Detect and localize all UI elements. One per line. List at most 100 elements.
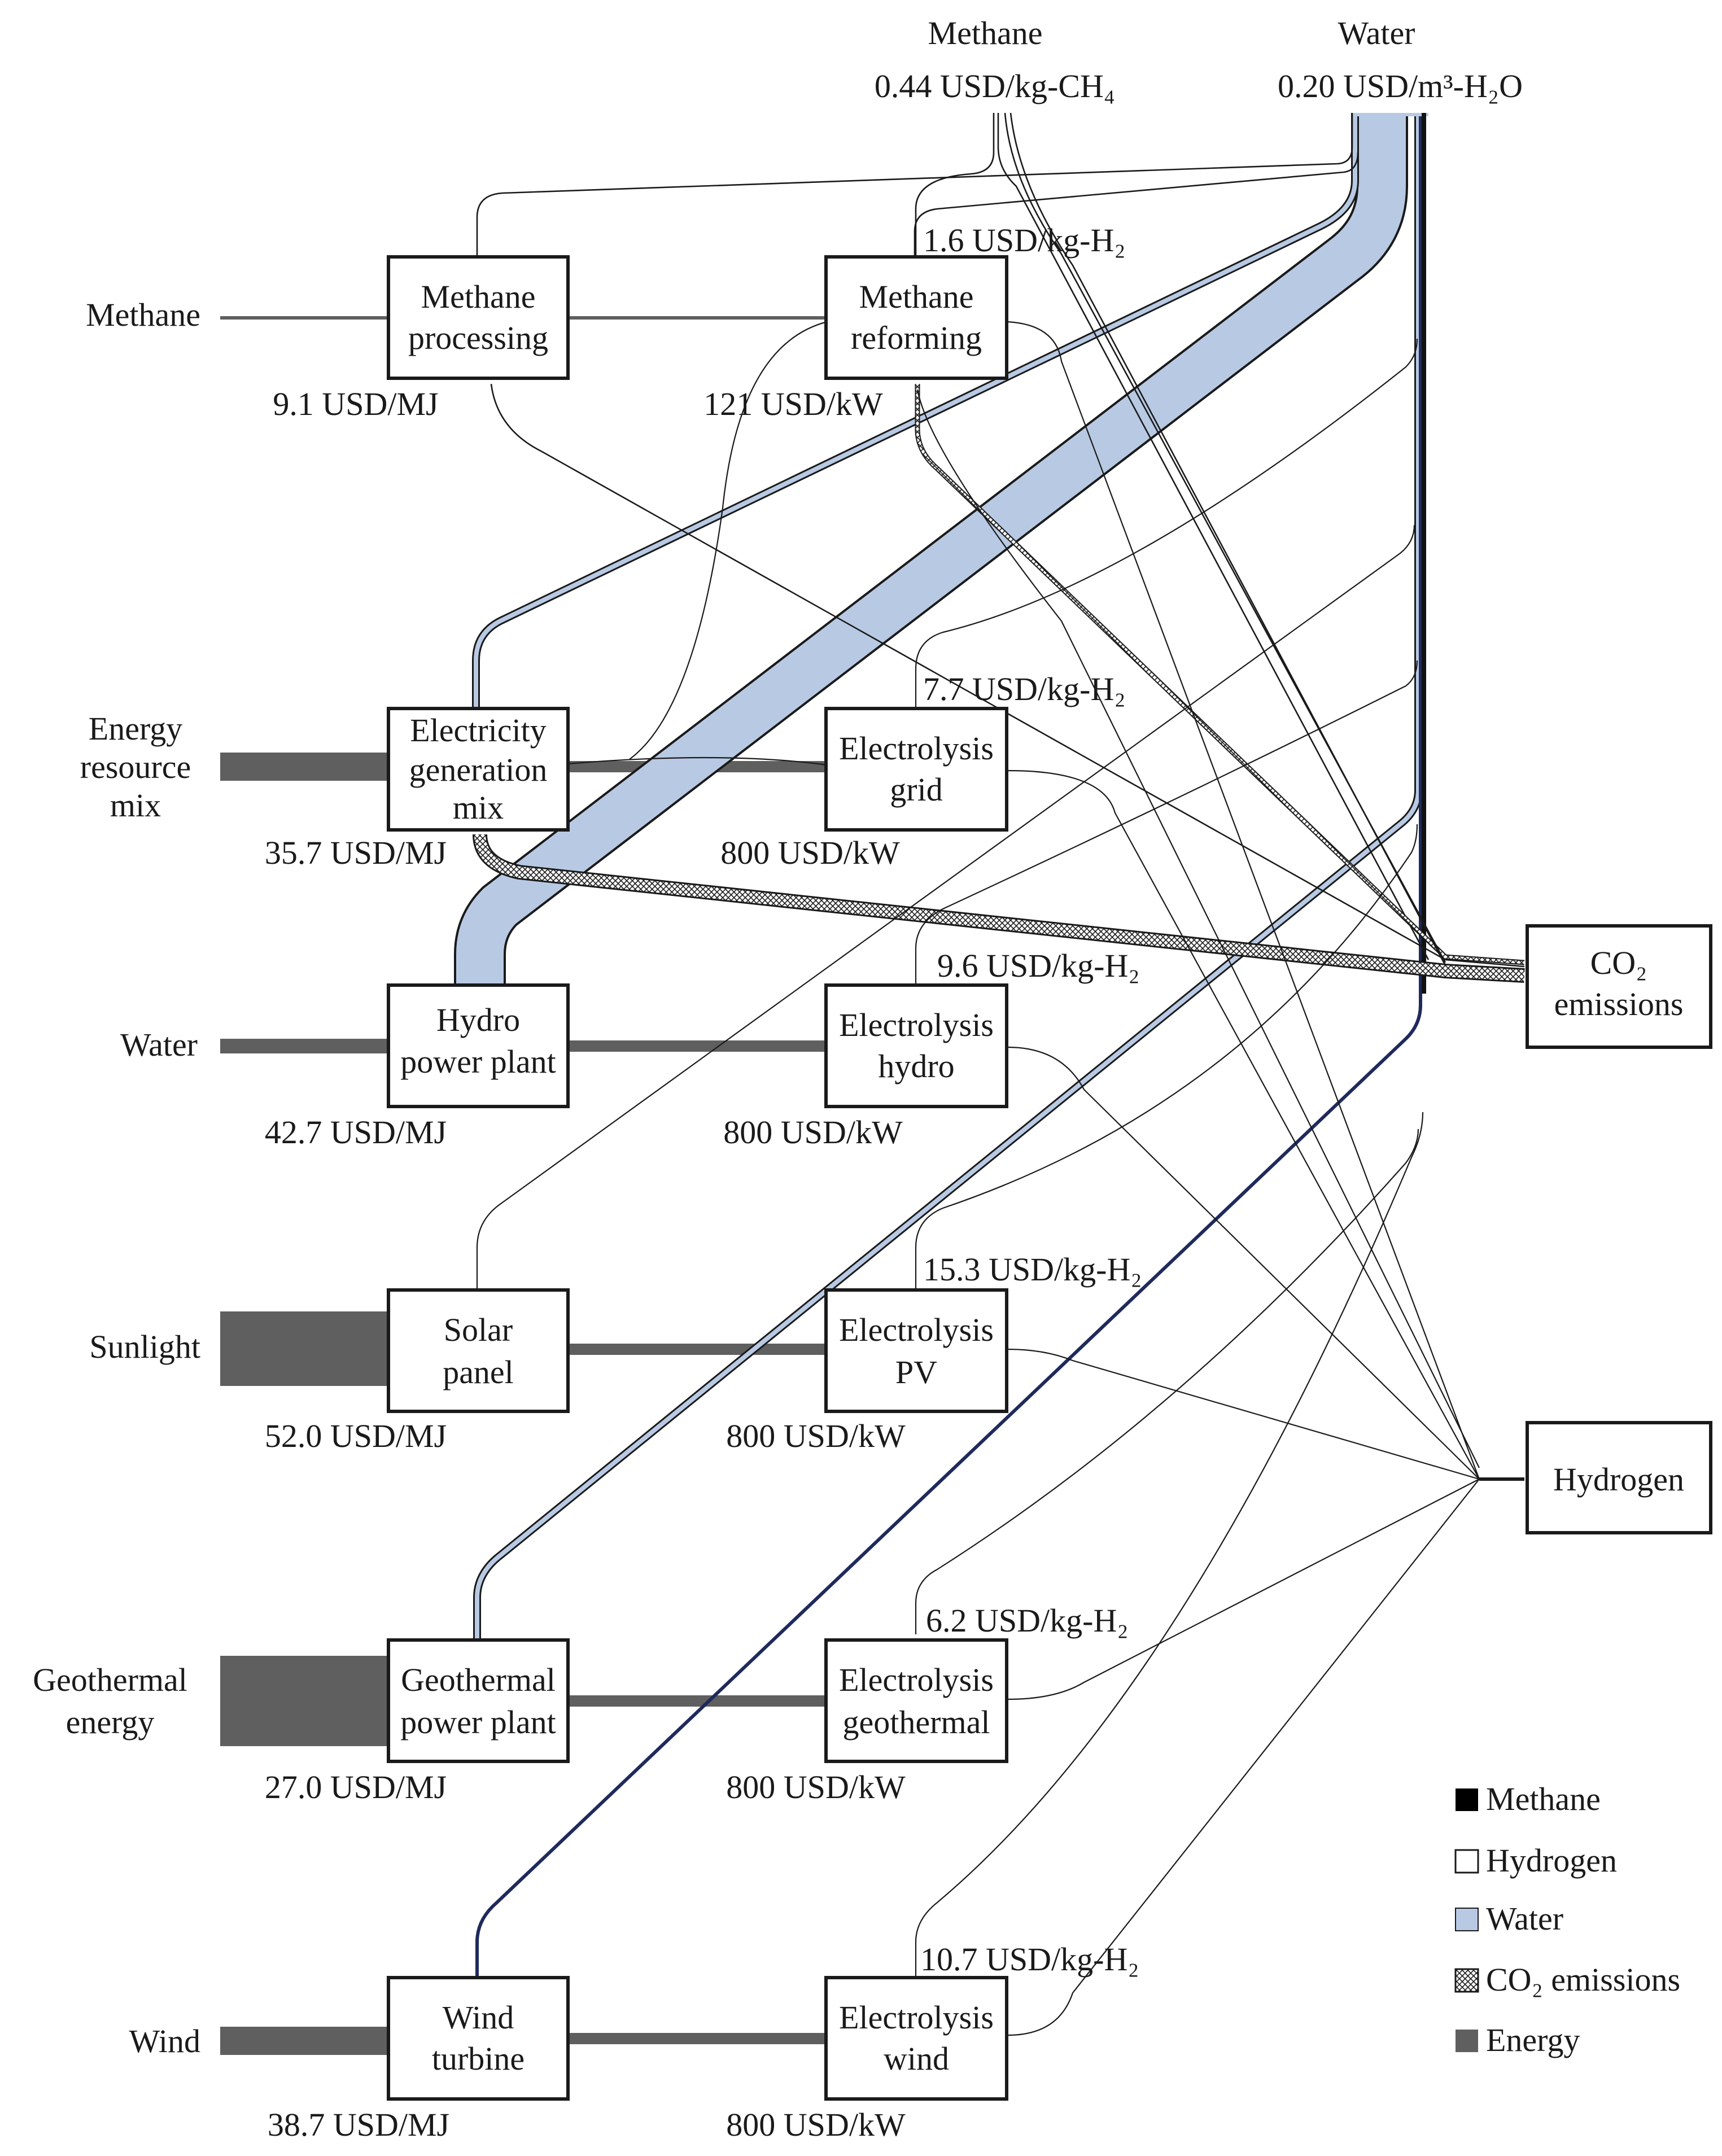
cost-hydro-power-plant: 42.7 USD/MJ — [265, 1114, 447, 1151]
svg-text:Methane: Methane — [421, 278, 536, 315]
h2-cost-electrolysis-pv: 15.3 USD/kg-H₂ — [923, 1251, 1142, 1288]
svg-text:Electricity: Electricity — [410, 712, 547, 749]
capex-electrolysis-wind: 800 USD/kW — [726, 2106, 906, 2143]
node-electricity-generation-mix[interactable]: Electricity generation mix — [387, 707, 570, 832]
svg-text:generation: generation — [409, 751, 548, 788]
legend-label-water: Water — [1486, 1900, 1563, 1937]
source-geothermal-1: Geothermal — [33, 1661, 187, 1698]
node-electrolysis-hydro[interactable]: Electrolysis hydro — [824, 983, 1008, 1108]
capex-electrolysis-hydro: 800 USD/kW — [723, 1114, 903, 1151]
source-energy-resource-mix-3: mix — [110, 787, 161, 824]
capex-electrolysis-pv: 800 USD/kW — [726, 1418, 906, 1454]
top-input-labels: Methane 0.44 USD/kg-CH₄ Water 0.20 USD/m… — [875, 15, 1523, 104]
node-methane-processing[interactable]: Methane processing — [387, 255, 570, 380]
svg-text:grid: grid — [890, 771, 942, 808]
node-methane-reforming[interactable]: Methane reforming — [824, 255, 1008, 380]
node-electrolysis-pv[interactable]: Electrolysis PV — [824, 1288, 1008, 1413]
legend-label-energy: Energy — [1486, 2022, 1580, 2058]
h2-cost-electrolysis-grid: 7.7 USD/kg-H₂ — [923, 671, 1126, 707]
svg-text:Geothermal: Geothermal — [401, 1661, 556, 1698]
source-geothermal-2: energy — [66, 1704, 155, 1740]
svg-text:geothermal: geothermal — [843, 1704, 990, 1740]
cost-solar-panel: 52.0 USD/MJ — [265, 1418, 447, 1454]
energy-flow-pv — [567, 1344, 827, 1355]
h2-cost-electrolysis-hydro: 9.6 USD/kg-H₂ — [937, 947, 1140, 984]
svg-text:panel: panel — [443, 1354, 514, 1390]
legend-swatch-energy — [1456, 2030, 1478, 2052]
svg-text:Electrolysis: Electrolysis — [839, 1661, 994, 1698]
generator-nodes: Methane processing 9.1 USD/MJ Electricit… — [265, 255, 570, 2143]
svg-text:Methane: Methane — [859, 278, 974, 315]
svg-text:Wind: Wind — [443, 1999, 514, 2036]
energy-flow-sunlight — [220, 1311, 390, 1386]
energy-flow-methane — [220, 316, 390, 320]
node-geothermal-power-plant[interactable]: Geothermal power plant — [387, 1638, 570, 1763]
energy-flow-resource-mix — [220, 753, 390, 781]
methane-flows — [915, 113, 1430, 960]
legend-label-hydrogen: Hydrogen — [1486, 1842, 1617, 1879]
capex-methane-reforming: 121 USD/kW — [703, 386, 883, 422]
top-water-price: 0.20 USD/m³-H₂O — [1278, 68, 1523, 104]
legend-swatch-water — [1455, 1908, 1479, 1931]
legend-swatch-hydrogen — [1454, 1849, 1479, 1874]
node-co2-emissions[interactable]: CO₂ emissions — [1526, 924, 1712, 1049]
source-water: Water — [120, 1026, 198, 1063]
svg-text:Electrolysis: Electrolysis — [839, 730, 994, 767]
co2-flows — [473, 112, 1525, 983]
energy-flow-wind — [220, 2027, 390, 2055]
energy-flow-hydro — [567, 1040, 827, 1052]
svg-text:power plant: power plant — [400, 1043, 556, 1080]
top-methane-price: 0.44 USD/kg-CH₄ — [875, 68, 1115, 104]
node-hydro-power-plant[interactable]: Hydro power plant — [387, 983, 570, 1108]
svg-text:Hydrogen: Hydrogen — [1553, 1461, 1684, 1498]
svg-text:Solar: Solar — [444, 1311, 513, 1348]
legend: Methane Hydrogen Water CO₂ emissions Ene… — [1454, 1781, 1680, 2058]
h2-cost-methane-reforming: 1.6 USD/kg-H₂ — [923, 222, 1126, 259]
source-wind: Wind — [129, 2023, 200, 2059]
energy-flow-water — [220, 1039, 390, 1053]
svg-text:emissions: emissions — [1554, 986, 1684, 1022]
legend-swatch-methane — [1456, 1788, 1478, 1811]
svg-text:PV: PV — [895, 1354, 937, 1390]
node-electrolysis-grid[interactable]: Electrolysis grid — [824, 707, 1008, 832]
h2-cost-electrolysis-geothermal: 6.2 USD/kg-H₂ — [926, 1602, 1129, 1639]
node-hydrogen[interactable]: Hydrogen — [1526, 1421, 1712, 1534]
top-water-title: Water — [1338, 15, 1415, 51]
sink-nodes: CO₂ emissions Hydrogen — [1526, 924, 1712, 1534]
svg-text:power plant: power plant — [400, 1704, 556, 1740]
svg-text:processing: processing — [408, 320, 548, 356]
cost-methane-processing: 9.1 USD/MJ — [273, 386, 438, 422]
svg-text:CO₂: CO₂ — [1590, 944, 1647, 981]
svg-text:turbine: turbine — [432, 2040, 525, 2077]
legend-swatch-co2 — [1454, 1968, 1479, 1993]
top-methane-title: Methane — [928, 15, 1043, 51]
svg-text:Electrolysis: Electrolysis — [839, 1007, 994, 1043]
legend-label-methane: Methane — [1486, 1781, 1601, 1817]
node-solar-panel[interactable]: Solar panel — [387, 1288, 570, 1413]
svg-text:mix: mix — [453, 789, 504, 826]
energy-flow-methane-processing-to-reforming — [567, 316, 827, 320]
svg-text:hydro: hydro — [878, 1048, 954, 1084]
source-sunlight: Sunlight — [89, 1328, 200, 1365]
capex-electrolysis-grid: 800 USD/kW — [720, 834, 900, 871]
source-labels: Methane Energy resource mix Water Sunlig… — [33, 296, 200, 2059]
hydrogen-flows — [476, 321, 1524, 2036]
energy-flow-wind-electrolysis — [567, 2033, 827, 2044]
capex-electrolysis-geothermal: 800 USD/kW — [726, 1769, 906, 1805]
svg-text:Hydro: Hydro — [436, 1002, 520, 1038]
process-nodes: 1.6 USD/kg-H₂ Methane reforming 121 USD/… — [703, 222, 1142, 2143]
node-electrolysis-geothermal[interactable]: Electrolysis geothermal — [824, 1638, 1008, 1763]
source-energy-resource-mix-1: Energy — [89, 710, 182, 747]
node-electrolysis-wind[interactable]: Electrolysis wind — [824, 1976, 1008, 2101]
node-wind-turbine[interactable]: Wind turbine — [387, 1976, 570, 2101]
source-energy-resource-mix-2: resource — [80, 749, 191, 785]
cost-geothermal-power-plant: 27.0 USD/MJ — [265, 1769, 447, 1805]
source-methane: Methane — [86, 296, 200, 333]
cost-wind-turbine: 38.7 USD/MJ — [268, 2106, 449, 2143]
legend-label-co2: CO₂ emissions — [1486, 1961, 1680, 1998]
energy-flow-geothermal-electrolysis — [567, 1695, 827, 1707]
svg-text:reforming: reforming — [851, 320, 982, 356]
energy-flow-geothermal — [220, 1656, 390, 1746]
svg-text:Electrolysis: Electrolysis — [839, 1999, 994, 2036]
